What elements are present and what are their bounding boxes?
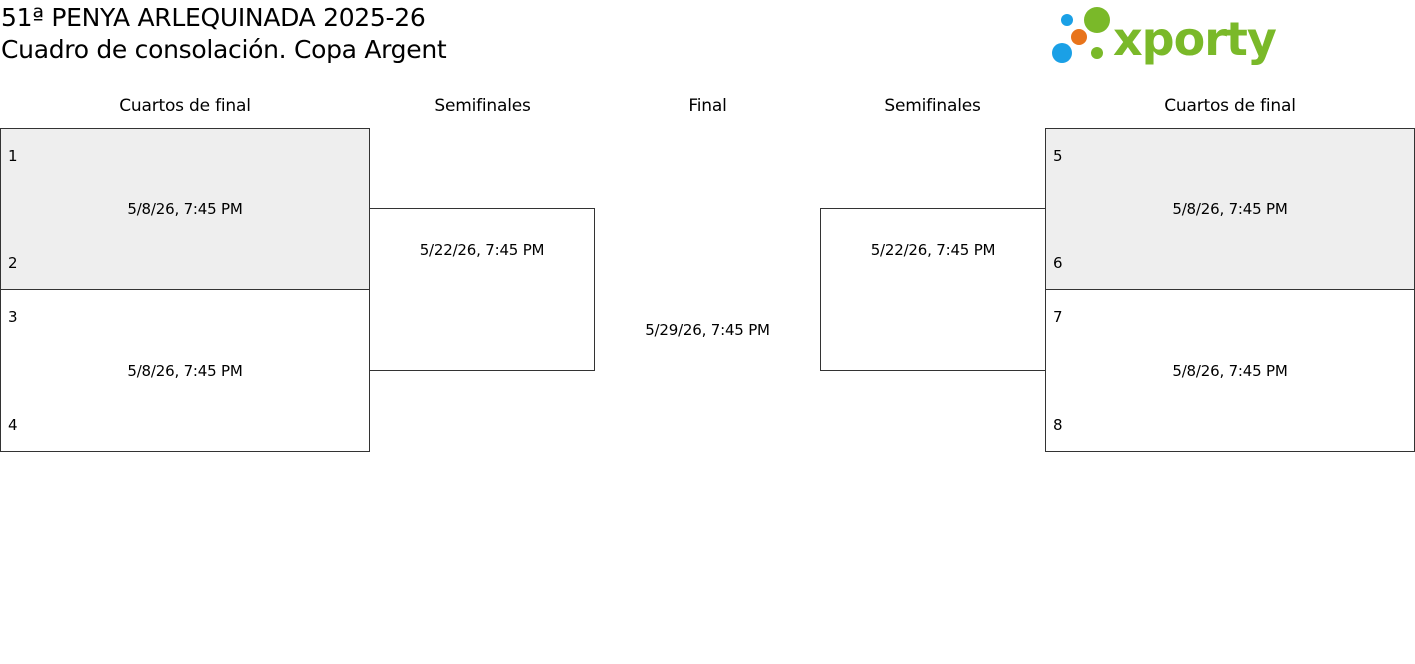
round-header-left-semifinals: Semifinales: [434, 96, 531, 116]
bracket-page: 51ª PENYA ARLEQUINADA 2025-26 Cuadro de …: [0, 2, 1415, 452]
match-date: 5/8/26, 7:45 PM: [1172, 200, 1288, 218]
match-card-sf-right[interactable]: 5/22/26, 7:45 PM: [820, 208, 1046, 371]
seed-top: 1: [8, 147, 18, 165]
round-header-right-semifinals: Semifinales: [884, 96, 981, 116]
match-card-sf-left[interactable]: 5/22/26, 7:45 PM: [369, 208, 595, 371]
match-date: 5/8/26, 7:45 PM: [127, 362, 243, 380]
match-card-qf1[interactable]: 1 5/8/26, 7:45 PM 2: [0, 128, 370, 290]
final-match-date[interactable]: 5/29/26, 7:45 PM: [645, 321, 770, 339]
logo-wordmark: xporty: [1113, 12, 1277, 66]
match-card-qf2[interactable]: 3 5/8/26, 7:45 PM 4: [0, 289, 370, 452]
title-line-1: 51ª PENYA ARLEQUINADA 2025-26: [1, 3, 426, 32]
xporty-logo[interactable]: xporty: [1050, 3, 1278, 67]
seed-top: 7: [1053, 308, 1063, 326]
colored-dots-icon: [1052, 7, 1110, 63]
seed-bottom: 4: [8, 416, 18, 434]
seed-bottom: 2: [8, 254, 18, 272]
match-date: 5/22/26, 7:45 PM: [419, 241, 545, 259]
round-header-left-quarterfinals: Cuartos de final: [119, 96, 251, 116]
match-date: 5/8/26, 7:45 PM: [127, 200, 243, 218]
page-title: 51ª PENYA ARLEQUINADA 2025-26 Cuadro de …: [1, 2, 447, 66]
match-card-qf4[interactable]: 7 5/8/26, 7:45 PM 8: [1045, 289, 1415, 452]
match-card-qf3[interactable]: 5 5/8/26, 7:45 PM 6: [1045, 128, 1415, 290]
round-header-final: Final: [688, 96, 727, 116]
seed-top: 3: [8, 308, 18, 326]
match-date: 5/22/26, 7:45 PM: [870, 241, 996, 259]
seed-bottom: 8: [1053, 416, 1063, 434]
round-header-right-quarterfinals: Cuartos de final: [1164, 96, 1296, 116]
seed-top: 5: [1053, 147, 1063, 165]
title-line-2: Cuadro de consolación. Copa Argent: [1, 35, 447, 64]
match-date: 5/8/26, 7:45 PM: [1172, 362, 1288, 380]
seed-bottom: 6: [1053, 254, 1063, 272]
